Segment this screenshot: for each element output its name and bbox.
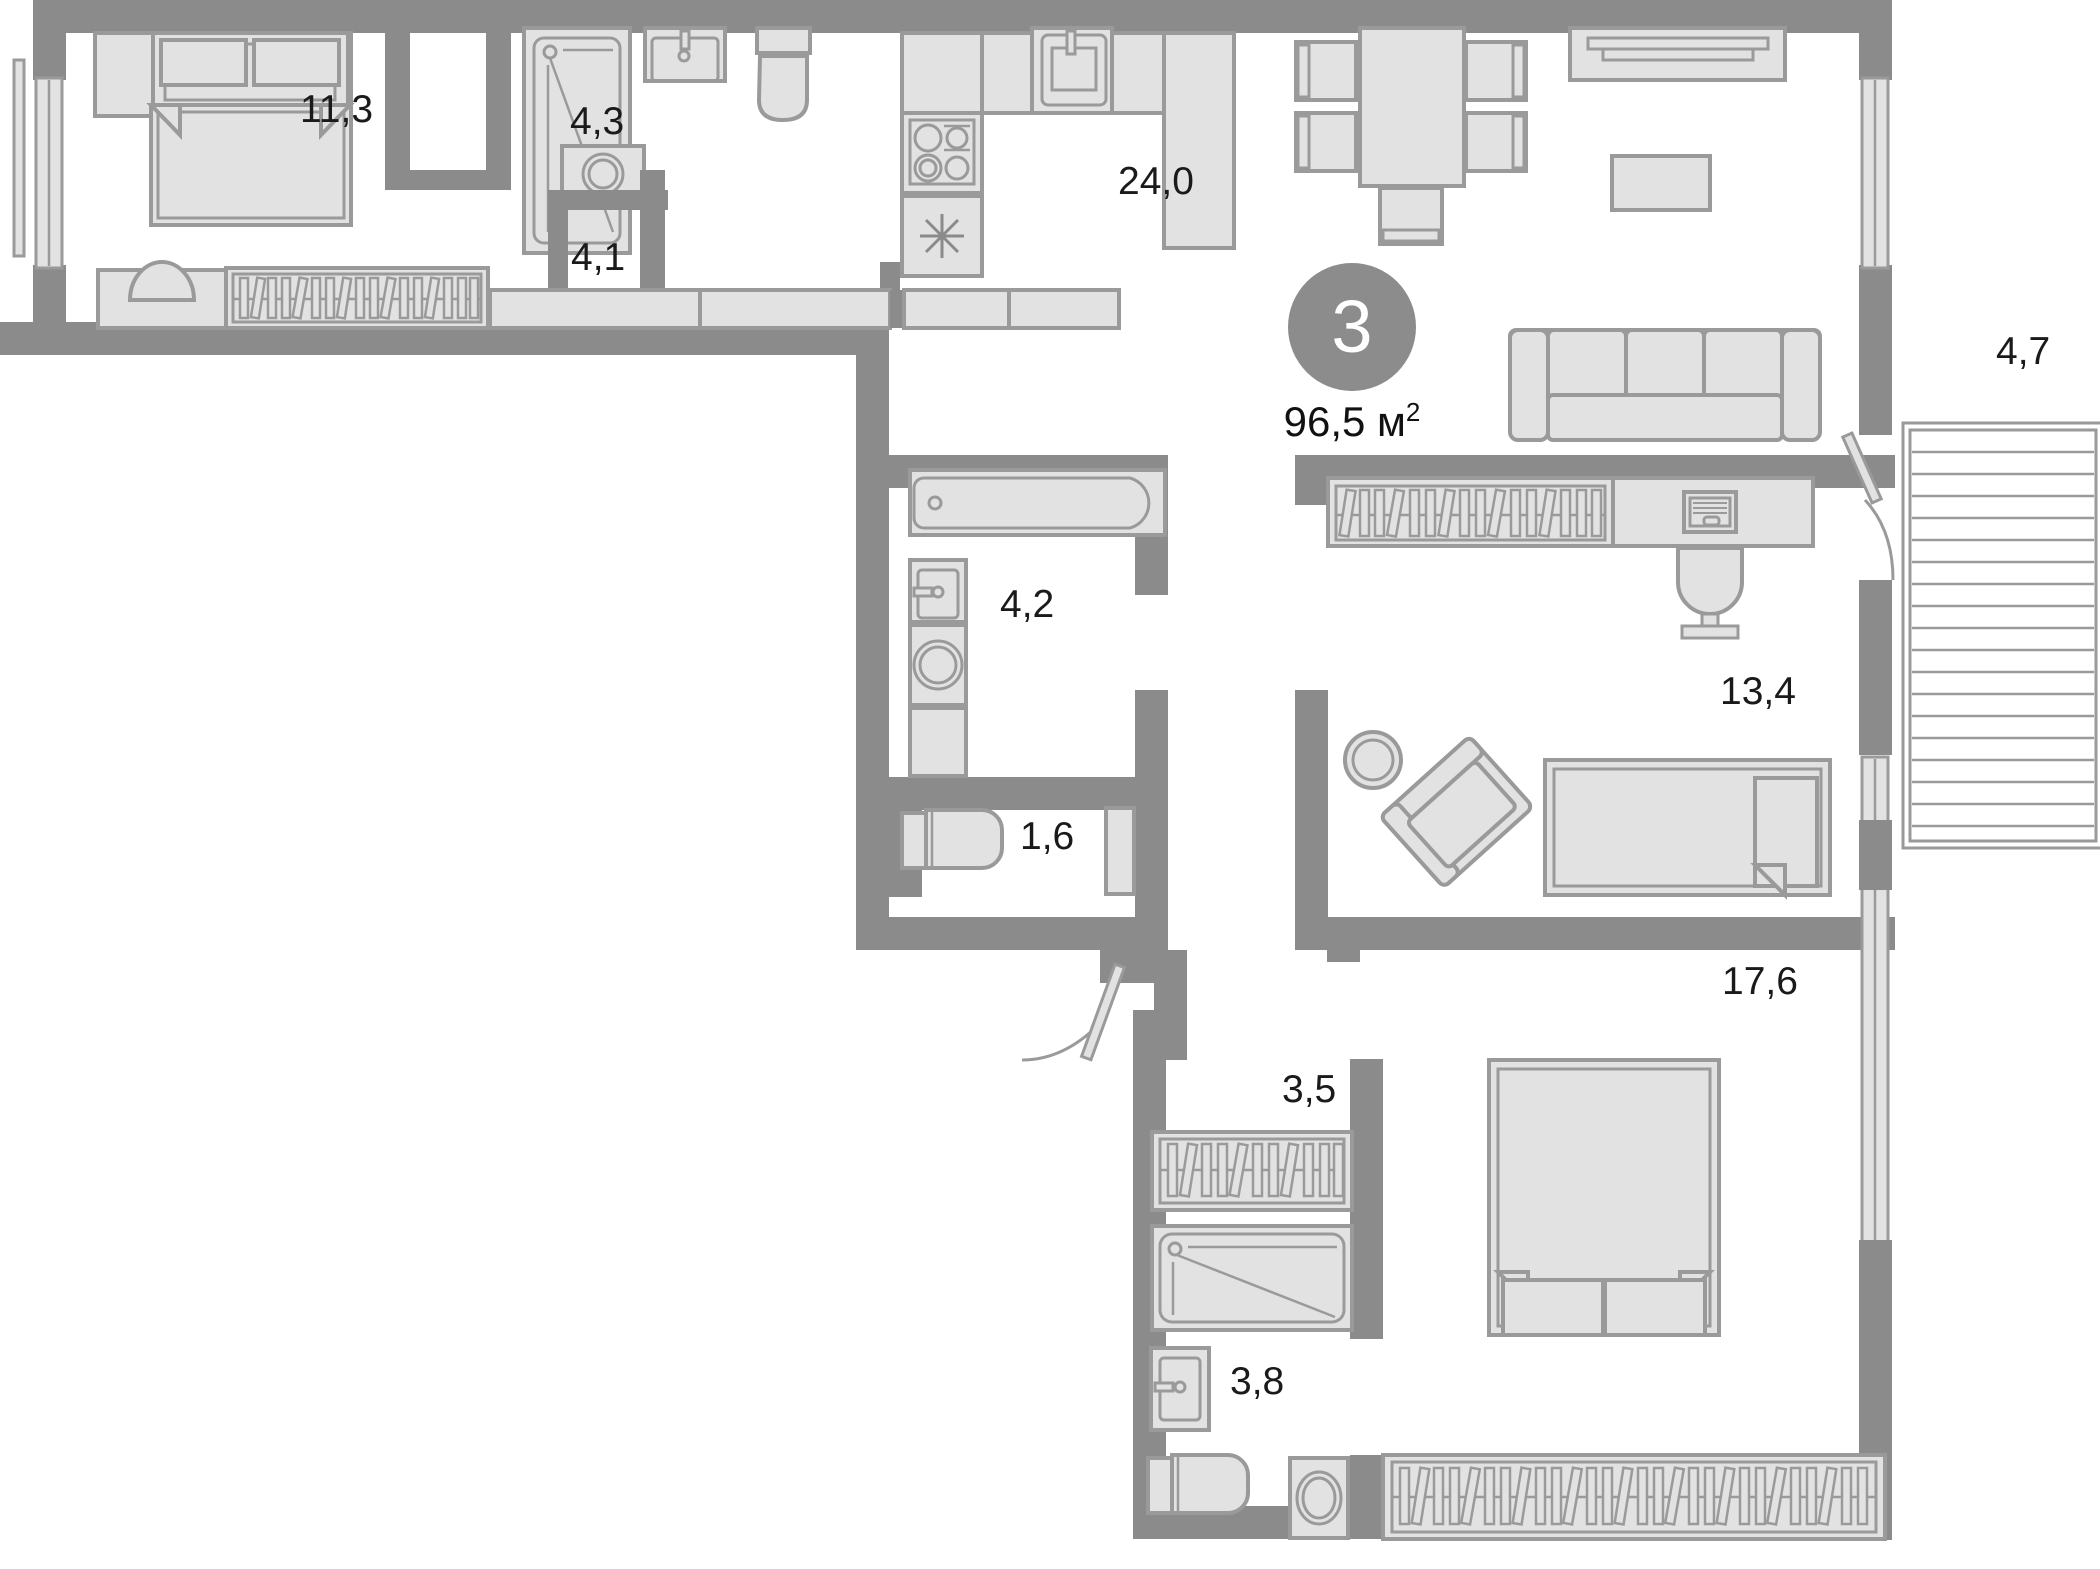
toilet-bowl [900, 808, 1004, 870]
cooktop [900, 111, 984, 195]
sofa [1508, 328, 1822, 442]
rooms-count-badge: 3 [1288, 263, 1416, 391]
label-living-kitchen: 24,0 [1118, 160, 1194, 203]
wardrobe-dressing [1150, 1130, 1354, 1212]
label-bathroom-2: 4,2 [1000, 583, 1055, 626]
armchair [1380, 736, 1533, 887]
toilet-bathroom-3 [1146, 1453, 1250, 1515]
area-unit-superscript: 2 [1405, 397, 1421, 427]
label-bathroom-3: 3,8 [1230, 1360, 1285, 1403]
kitchen-island [1162, 31, 1236, 250]
label-bedroom-1: 11,3 [300, 88, 374, 131]
wall-stubs [1154, 385, 1892, 1060]
toilet-door-panel [1104, 806, 1136, 896]
entry-wardrobe [224, 266, 490, 330]
tv-console [1568, 26, 1787, 82]
dining-chairs [1294, 40, 1528, 246]
shower-tray-bathroom-3 [1150, 1224, 1354, 1332]
bathtub-bathroom-2 [908, 468, 1167, 537]
toilet-bathroom-1 [755, 26, 812, 123]
washing-machine-bathroom-2 [908, 623, 968, 707]
label-master-bedroom: 17,6 [1722, 960, 1798, 1003]
wardrobe-master [1381, 1453, 1887, 1541]
washing-machine-bathroom-3 [1288, 1456, 1350, 1540]
total-area-value: 96,5 [1283, 398, 1366, 445]
side-table [1343, 730, 1403, 790]
refrigerator [900, 194, 984, 278]
kitchen-sink [1040, 29, 1108, 107]
hall-cabinets [488, 288, 1121, 330]
monitor [1682, 490, 1738, 534]
wardrobe-study [1326, 476, 1615, 548]
stool [127, 260, 197, 302]
washbasin-bathroom-3 [1149, 1346, 1211, 1432]
single-bed-study [1543, 758, 1832, 900]
washbasin-bathroom-1 [643, 26, 727, 83]
balcony-decking [1901, 421, 2100, 850]
dining-table [1358, 26, 1466, 188]
area-unit: м [1377, 398, 1406, 445]
washbasin-bathroom-2 [908, 558, 968, 624]
double-bed-master [1487, 1058, 1721, 1337]
label-toilet: 1,6 [1020, 815, 1075, 858]
tv [1610, 154, 1712, 212]
office-chair [1676, 546, 1744, 640]
door-swing-left-window [12, 58, 26, 258]
label-balcony: 4,7 [1996, 330, 2051, 373]
label-study-bedroom: 13,4 [1720, 670, 1796, 713]
bathroom-2-cabinet [908, 706, 968, 778]
double-bed-bedroom-1 [93, 31, 355, 227]
door-swing-hall-to-bedroom [1021, 962, 1127, 1062]
label-bathroom-1: 4,3 [570, 100, 625, 143]
balcony-door-swing [1840, 431, 1895, 581]
label-dressing-room: 3,5 [1282, 1068, 1337, 1111]
label-hallway: 4,1 [571, 236, 626, 279]
total-area-label: 96,5 м2 [1252, 397, 1452, 446]
apartment-badge: 3 96,5 м2 [1252, 263, 1452, 446]
